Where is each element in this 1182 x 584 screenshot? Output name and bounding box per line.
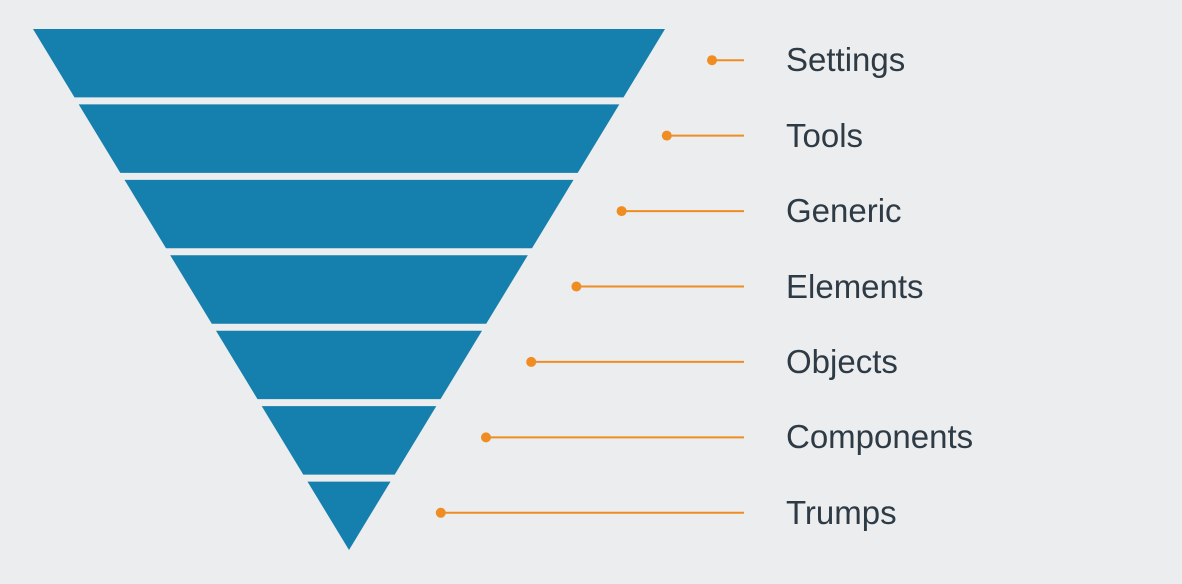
connector-dot-generic (616, 206, 627, 217)
connector-dot-trumps (435, 507, 446, 518)
layer-label-components: Components (786, 418, 974, 456)
connector-dot-components (481, 432, 491, 443)
layer-band-generic (124, 179, 574, 249)
layer-label-objects: Objects (786, 342, 898, 380)
layer-label-elements: Elements (786, 267, 924, 305)
layer-band-components (261, 406, 437, 475)
layer-band-trumps (307, 481, 391, 550)
connector-dot-settings (707, 55, 717, 66)
layer-band-objects (216, 330, 482, 400)
layer-band-settings (33, 29, 665, 98)
connector-dot-objects (526, 356, 537, 367)
connector-dot-tools (661, 130, 672, 141)
layer-label-tools: Tools (786, 116, 864, 154)
connector-dot-elements (571, 281, 582, 292)
layer-label-trumps: Trumps (786, 493, 897, 531)
layer-label-generic: Generic (786, 192, 902, 230)
connectors (435, 55, 744, 518)
layer-bands (33, 29, 665, 550)
layer-label-settings: Settings (786, 41, 906, 79)
layer-band-elements (170, 255, 528, 324)
layer-band-tools (78, 104, 620, 173)
